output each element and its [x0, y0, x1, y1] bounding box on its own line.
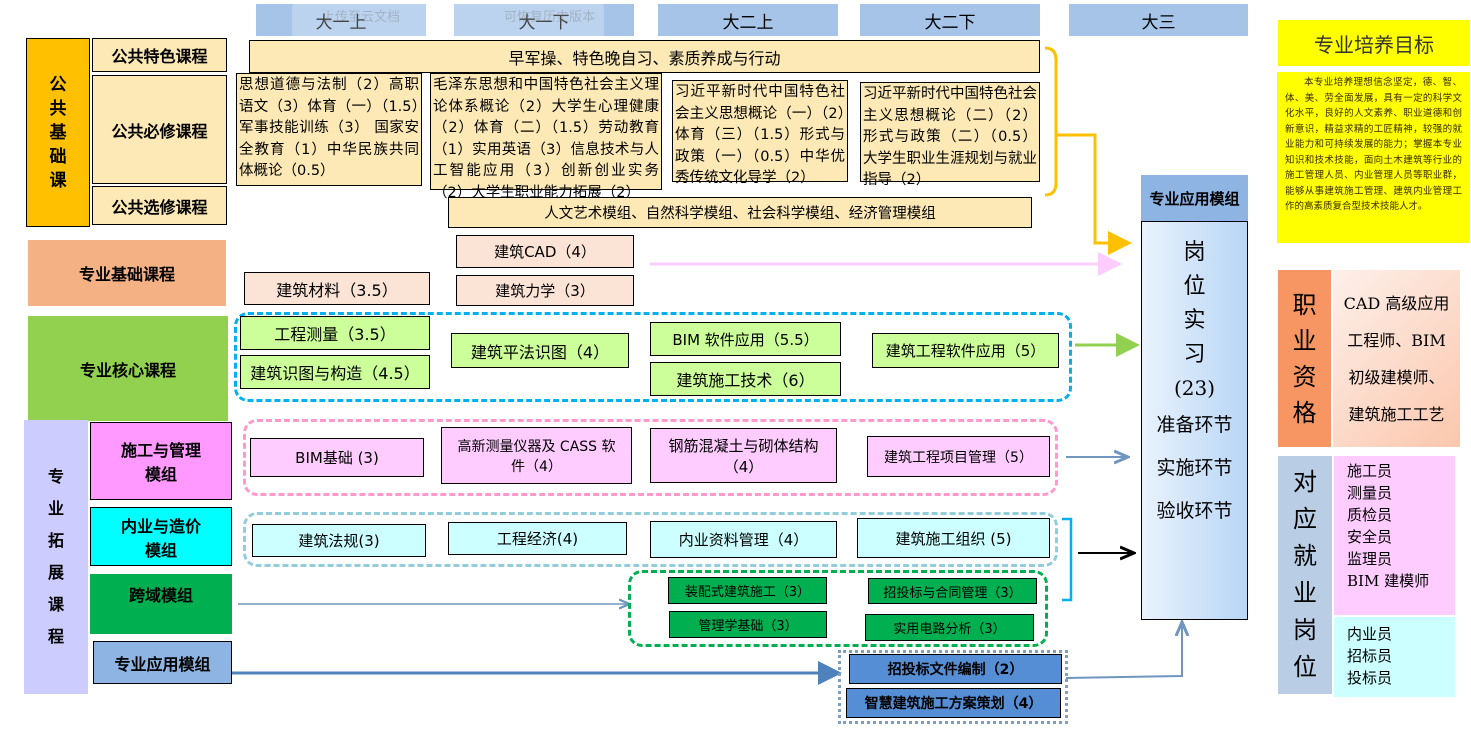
watermark-upload: 上传至云文档	[322, 10, 401, 25]
internship-credits: (23)	[1173, 376, 1216, 400]
cross-group-frame	[628, 570, 1048, 647]
professional-basics-label: 专业基础课程	[28, 240, 226, 306]
semester-2-2: 大二下	[860, 4, 1040, 36]
office-bracket	[1062, 517, 1073, 602]
course-surveying: 工程测量（3.5）	[240, 316, 430, 350]
course-bim-basics: BIM基础 (3)	[250, 438, 424, 477]
job-item: 施工员	[1347, 462, 1393, 480]
elective-courses: 人文艺术模组、自然科学模组、社会科学模组、经济管理模组	[448, 197, 1032, 228]
semester-2-1: 大二上	[658, 4, 838, 36]
internship-box: 岗位实习 (23) 准备环节 实施环节 验收环节	[1141, 221, 1248, 620]
job-item: 质检员	[1347, 506, 1393, 524]
job-item: 测量员	[1347, 484, 1393, 502]
public-required-label: 公共必修课程	[92, 75, 227, 184]
required-courses-2-2: 习近平新时代中国特色社会主义思想概论（二）（2）形式与政策（二）（0.5）大学生…	[860, 82, 1040, 188]
office-group-frame	[243, 512, 1058, 567]
job-item: 招标员	[1347, 647, 1393, 665]
watermark-history: 可恢复历史版本	[504, 10, 596, 25]
public-arrow	[1056, 133, 1132, 255]
internship-title: 岗位实习	[1183, 240, 1206, 367]
course-prefab: 装配式建筑施工（3）	[668, 577, 827, 604]
public-basics-label: 公共基础课	[26, 38, 90, 227]
jobs-label: 对应就业岗位	[1278, 456, 1332, 694]
course-materials: 建筑材料（3.5）	[244, 272, 430, 305]
semester-1-2: 大一下	[454, 4, 634, 36]
job-item: 监理员	[1347, 550, 1393, 568]
professional-extension-label: 专业拓展课程	[24, 420, 88, 694]
qualification-text: CAD 高级应用工程师、BIM 初级建模师、建筑施工工艺	[1333, 270, 1460, 447]
course-concrete-masonry: 钢筋混凝土与砌体结构（4）	[650, 428, 837, 483]
course-bidding-contract: 招投标与合同管理（3）	[868, 578, 1037, 604]
stage-implement: 实施环节	[1156, 457, 1233, 479]
course-circuits: 实用电路分析（3）	[865, 614, 1034, 641]
required-courses-2-1: 习近平新时代中国特色社会主义思想概论（一）（2）体育（三）（1.5）形式与政策（…	[672, 80, 848, 186]
course-building-law: 建筑法规(3)	[252, 524, 426, 557]
job-item: BIM 建模师	[1347, 572, 1430, 590]
construction-group-frame	[243, 419, 1058, 496]
semester-1-1: 大一上	[256, 4, 426, 36]
jobs-group-2: 内业员 招标员 投标员	[1334, 617, 1455, 697]
job-item: 内业员	[1347, 625, 1393, 643]
module-cross-label: 跨域模组	[90, 574, 232, 634]
course-smart-construction: 智慧建筑施工方案策划（4）	[846, 688, 1061, 718]
public-bracket	[1044, 46, 1058, 197]
professional-core-label: 专业核心课程	[28, 316, 228, 421]
public-elective-label: 公共选修课程	[92, 186, 227, 225]
course-drawing: 建筑识图与构造（4.5）	[240, 355, 430, 389]
course-construction-tech: 建筑施工技术（6）	[650, 362, 841, 396]
module-application-label: 专业应用模组	[93, 641, 232, 684]
jobs-group-1: 施工员 测量员 质检员 安全员 监理员 BIM 建模师	[1334, 456, 1455, 615]
job-item: 投标员	[1347, 669, 1393, 687]
course-cad: 建筑CAD（4）	[456, 235, 634, 268]
qualification-label: 职业资格	[1278, 270, 1331, 447]
course-management: 管理学基础（3）	[669, 611, 827, 638]
module-office-label: 内业与造价模组	[90, 507, 232, 566]
watermark-overlay: 上传至云文档 可恢复历史版本	[292, 0, 604, 44]
course-office-documents: 内业资料管理（4）	[650, 521, 837, 558]
course-engineering-economics: 工程经济(4)	[448, 522, 627, 555]
semester-3: 大三	[1069, 4, 1248, 36]
course-engineering-software: 建筑工程软件应用（5）	[872, 333, 1059, 368]
public-feature-label: 公共特色课程	[92, 38, 227, 72]
application-to-internship	[1065, 624, 1182, 679]
course-rebar-drawing: 建筑平法识图（4）	[451, 333, 629, 368]
public-feature-courses: 早军操、特色晚自习、素质养成与行动	[249, 40, 1040, 73]
stage-prepare: 准备环节	[1156, 414, 1233, 436]
goal-title: 专业培养目标	[1278, 20, 1470, 66]
course-construction-organization: 建筑施工组织 (5)	[857, 518, 1050, 558]
course-survey-instruments: 高新测量仪器及 CASS 软件（4）	[441, 427, 632, 484]
job-item: 安全员	[1347, 528, 1393, 546]
internship-header: 专业应用模组	[1141, 175, 1248, 221]
module-construction-label: 施工与管理模组	[90, 422, 232, 500]
course-bid-documents: 招投标文件编制（2）	[849, 654, 1062, 684]
course-mechanics: 建筑力学（3）	[456, 275, 634, 306]
core-group-frame	[234, 312, 1072, 402]
required-courses-1-2: 毛泽东思想和中国特色社会主义理论体系概论（2）大学生心理健康（2）体育（二）（1…	[430, 73, 662, 201]
required-courses-1-1: 思想道德与法制（2）高职语文（3）体育（一）（1.5）军事技能训练（3） 国家安…	[236, 73, 422, 186]
course-project-management: 建筑工程项目管理（5）	[867, 436, 1050, 477]
application-group-frame	[838, 650, 1068, 724]
course-bim-software: BIM 软件应用（5.5）	[650, 322, 841, 356]
stage-accept: 验收环节	[1156, 500, 1233, 522]
goal-text: 本专业培养理想信念坚定，德、智、体、美、劳全面发展，具有一定的科学文化水平，良好…	[1277, 72, 1470, 243]
